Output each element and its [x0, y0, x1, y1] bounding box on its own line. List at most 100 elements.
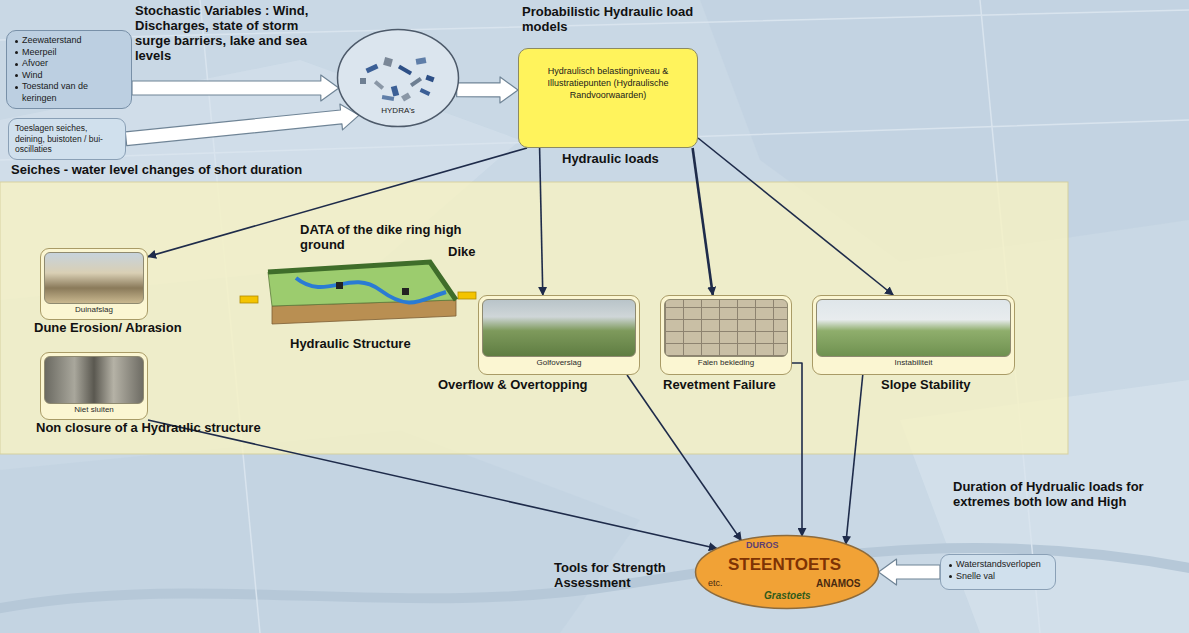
model-symbol: [425, 75, 434, 82]
text-slot: Afvoer: [13, 58, 125, 70]
image-box: Falen bekledingRevetment Failure: [660, 295, 792, 375]
heading-text: Stochastic Variables : Wind, Discharges,…: [135, 3, 333, 63]
text-slot: Snelle val: [947, 571, 1049, 583]
text-slot: ANAMOS: [816, 578, 860, 590]
text-slot: Toestand van de keringen: [13, 81, 125, 104]
image-box: InstabiliteitSlope Stability: [812, 295, 1015, 375]
text-slot: Dike: [448, 244, 493, 259]
model-ellipse: HYDRA's: [336, 28, 460, 128]
block-arrow: [125, 104, 359, 146]
bullet-item: Wind: [13, 70, 125, 82]
bullet-item: Waterstandsverlopen: [947, 559, 1049, 571]
text-slot: Hydraulic Structure: [290, 336, 450, 351]
block-arrow: [457, 77, 518, 103]
annotation-label: Hydraulic loads: [562, 151, 659, 166]
input-box: Toeslagen seiches, deining, buistoten / …: [8, 118, 126, 160]
photo-thumbnail: [44, 356, 144, 404]
model-symbol: [410, 77, 422, 87]
caption-text: Golfoverslag: [482, 358, 636, 368]
bullet-item: Snelle val: [947, 571, 1049, 583]
image-box: Niet sluitenNon closure of a Hydraulic s…: [40, 352, 148, 420]
input-box: Stochastic Variables : Wind, Discharges,…: [6, 30, 132, 109]
caption-text: Niet sluiten: [44, 405, 144, 415]
heading-text: Seiches - water level changes of short d…: [11, 162, 321, 177]
text-slot: STEENTOETS: [728, 555, 841, 575]
model-symbol: [391, 85, 399, 96]
text-slot: Revetment Failure: [663, 377, 803, 392]
bullet-item: Afvoer: [13, 58, 125, 70]
flow-arrow: [627, 375, 741, 540]
block-arrow: [132, 75, 339, 101]
river: [296, 278, 446, 303]
bullet-item: Zeewaterstand: [13, 35, 125, 47]
bullet-item: Meerpeil: [13, 47, 125, 59]
heading-text: Non closure of a Hydraulic structure: [36, 420, 366, 435]
box-text: Hydraulisch belastingniveau & Illustrati…: [527, 65, 689, 101]
text-slot: Slope Stability: [881, 377, 1021, 392]
tool-name: etc.: [708, 578, 723, 589]
model-symbol: [401, 92, 411, 101]
process-box: Probabilistic Hydraulic load modelsHydra…: [518, 48, 698, 148]
image-box: GolfoverslagOverflow & Overtopping: [478, 295, 640, 375]
bullet-item: Toestand van de keringen: [13, 81, 125, 104]
tool-name: Grastoets: [764, 590, 811, 602]
heading-text: Slope Stability: [881, 377, 1021, 392]
text-slot: Dune Erosion/ Abrasion: [34, 320, 254, 335]
photo-thumbnail: [816, 299, 1011, 357]
dike-top-face: [268, 262, 456, 306]
heading-text: Revetment Failure: [663, 377, 803, 392]
text-slot: Grastoets: [764, 590, 811, 602]
text-slot: Overflow & Overtopping: [438, 377, 638, 392]
text-slot: etc.: [708, 578, 723, 589]
text-slot: Meerpeil: [13, 47, 125, 59]
dike-illustration: [240, 262, 476, 324]
image-box: DuinafslagDune Erosion/ Abrasion: [40, 248, 148, 320]
aerial-field: [0, 430, 640, 633]
model-symbol: [383, 57, 393, 67]
text-slot: Hydraulisch belastingniveau & Illustrati…: [527, 65, 689, 101]
load-arrow-stub: [240, 296, 258, 303]
model-symbol: [420, 88, 431, 96]
model-symbol: [366, 64, 379, 74]
heading-text: Duration of Hydrualic loads for extremes…: [953, 479, 1179, 509]
model-symbol: [398, 65, 412, 75]
heading-text: Overflow & Overtopping: [438, 377, 638, 392]
heading-text: Dune Erosion/ Abrasion: [34, 320, 254, 335]
text-slot: Niet sluiten: [44, 405, 144, 415]
flow-arrow: [698, 138, 893, 295]
caption-text: Duinafslag: [44, 305, 144, 315]
model-symbol: [416, 57, 427, 65]
illustration-label: Hydraulic Structure: [290, 336, 450, 351]
tools-ellipse: DUROSSTEENTOETSANAMOSetc.GrastoetsTools …: [694, 534, 880, 610]
text-slot: Probabilistic Hydraulic load models: [522, 4, 712, 34]
text-slot: Toeslagen seiches, deining, buistoten / …: [15, 123, 119, 155]
text-slot: DUROS: [746, 540, 779, 551]
load-arrow-stub: [458, 292, 476, 299]
box-text: Toeslagen seiches, deining, buistoten / …: [15, 123, 119, 155]
flow-arrow: [846, 375, 863, 544]
caption-text: Instabiliteit: [816, 358, 1011, 368]
text-slot: Waterstandsverlopen: [947, 559, 1049, 571]
text-slot: Tools for Strength Assessment: [554, 560, 689, 590]
heading-text: Tools for Strength Assessment: [554, 560, 689, 590]
tool-name: DUROS: [746, 540, 779, 551]
flow-arrow: [693, 148, 713, 295]
text-slot: Instabiliteit: [816, 358, 1011, 368]
text-slot: Duinafslag: [44, 305, 144, 315]
illustration-label: Dike: [448, 244, 493, 259]
caption-text: Falen bekleding: [664, 358, 788, 368]
text-slot: Seiches - water level changes of short d…: [11, 162, 321, 177]
text-slot: Non closure of a Hydraulic structure: [36, 420, 366, 435]
flow-arrow: [148, 420, 717, 549]
block-arrow: [879, 559, 941, 585]
text-slot: Zeewaterstand: [13, 35, 125, 47]
text-slot: Hydraulic loads: [562, 151, 659, 166]
model-symbol: [360, 78, 366, 84]
ellipse-shape: [696, 536, 879, 609]
flow-arrow: [540, 148, 543, 295]
text-slot: Wind: [13, 70, 125, 82]
photo-thumbnail: [664, 299, 788, 357]
panel-band: DATA of the dike ring high groundDikeHyd…: [0, 182, 1068, 454]
